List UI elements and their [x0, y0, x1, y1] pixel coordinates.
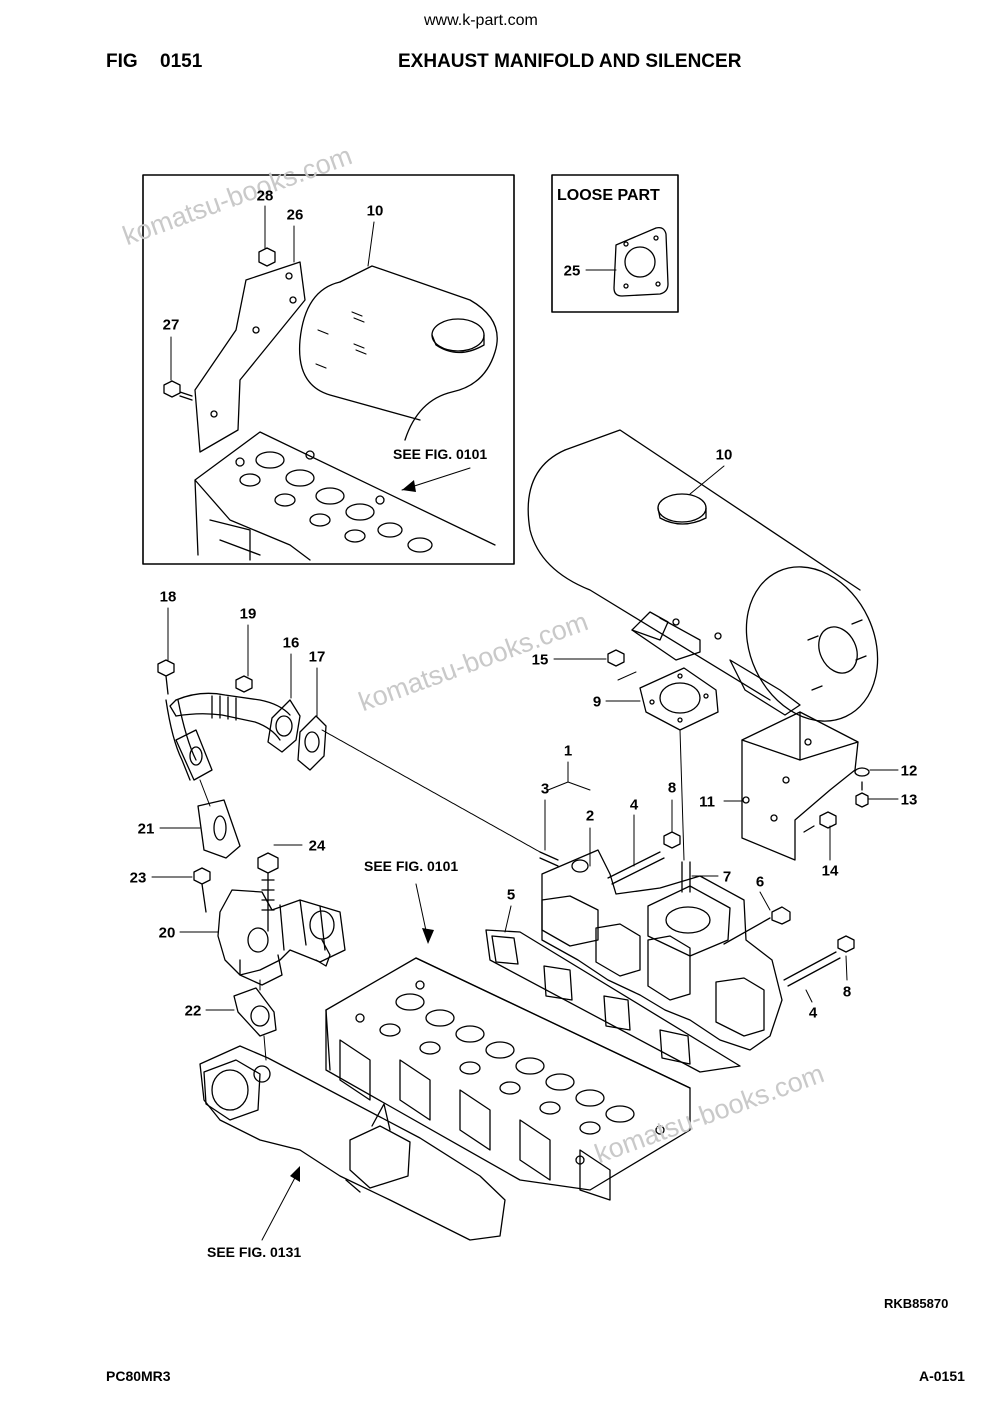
egr-valve-20: [217, 889, 346, 986]
callout-10: 10: [366, 202, 384, 220]
callout-17: 17: [308, 648, 326, 666]
nut-19: [235, 675, 253, 693]
nut-28: [258, 247, 276, 267]
main-silencer: [527, 429, 879, 722]
inset-silencer: [298, 265, 498, 441]
callout-8: 8: [842, 983, 852, 1001]
bolt-18: [157, 659, 175, 695]
callout-24: 24: [308, 837, 326, 855]
callout-16: 16: [282, 634, 300, 652]
footer-page: A-0151: [919, 1368, 965, 1384]
loose-part-box: [551, 174, 679, 313]
callout-28: 28: [256, 187, 274, 205]
intake-manifold: [199, 1045, 506, 1241]
callout-22: 22: [184, 1002, 202, 1020]
drawing-code: RKB85870: [884, 1296, 949, 1311]
manifold-gasket-5: [485, 929, 741, 1073]
see-fig-reference[interactable]: SEE FIG. 0131: [207, 1244, 302, 1260]
cylinder-head: [325, 957, 691, 1201]
bolt-14: [803, 811, 837, 833]
callout-12: 12: [900, 762, 918, 780]
callout-26: 26: [286, 206, 304, 224]
page-title: EXHAUST MANIFOLD AND SILENCER: [398, 51, 742, 72]
inset-bracket: [194, 261, 306, 453]
site-url: www.k-part.com: [424, 12, 538, 29]
footer-model: PC80MR3: [106, 1368, 171, 1384]
callout-18: 18: [159, 588, 177, 606]
see-fig-reference[interactable]: SEE FIG. 0101: [364, 858, 459, 874]
callout-19: 19: [239, 605, 257, 623]
stud-7: [681, 861, 691, 893]
gasket-25: [613, 226, 669, 297]
callout-7: 7: [722, 868, 732, 886]
bolt-13: [855, 781, 869, 808]
callout-6: 6: [755, 873, 765, 891]
callout-21: 21: [137, 820, 155, 838]
callout-9: 9: [592, 693, 602, 711]
egr-pipe: [165, 692, 327, 781]
stud-3: [539, 851, 559, 867]
fig-number: 0151: [160, 51, 203, 72]
nut-8b: [837, 935, 855, 953]
callout-15: 15: [531, 651, 549, 669]
callout-14: 14: [821, 862, 839, 880]
inset-box: [142, 174, 515, 565]
stud-4b: [783, 951, 841, 987]
nut-15: [607, 649, 625, 667]
bolt-27: [163, 380, 193, 401]
bolt-23: [193, 867, 211, 913]
gasket-9: [639, 667, 719, 731]
callout-4: 4: [808, 1004, 818, 1022]
callout-10: 10: [715, 446, 733, 464]
callout-13: 13: [900, 791, 918, 809]
callout-4: 4: [629, 796, 639, 814]
callout-25: 25: [563, 262, 581, 280]
bracket-11: [741, 711, 859, 861]
washer-12: [854, 767, 870, 777]
callout-2: 2: [585, 807, 595, 825]
stud-4a: [607, 851, 665, 885]
callout-3: 3: [540, 780, 550, 798]
callout-23: 23: [129, 869, 147, 887]
bolt-6: [723, 906, 791, 945]
fig-label: FIG: [106, 51, 138, 72]
callout-27: 27: [162, 316, 180, 334]
callout-11: 11: [699, 793, 715, 811]
inset-cylinder-head: [194, 431, 496, 561]
see-fig-reference[interactable]: SEE FIG. 0101: [393, 446, 488, 462]
exhaust-manifold: [541, 849, 783, 1051]
callout-20: 20: [158, 924, 176, 942]
gasket-22: [233, 987, 277, 1037]
loose-part-label: LOOSE PART: [557, 187, 660, 204]
gasket-21: [197, 799, 241, 859]
callout-8: 8: [667, 779, 677, 797]
callout-5: 5: [506, 886, 516, 904]
nut-8a: [663, 831, 681, 849]
callout-1: 1: [563, 742, 573, 760]
